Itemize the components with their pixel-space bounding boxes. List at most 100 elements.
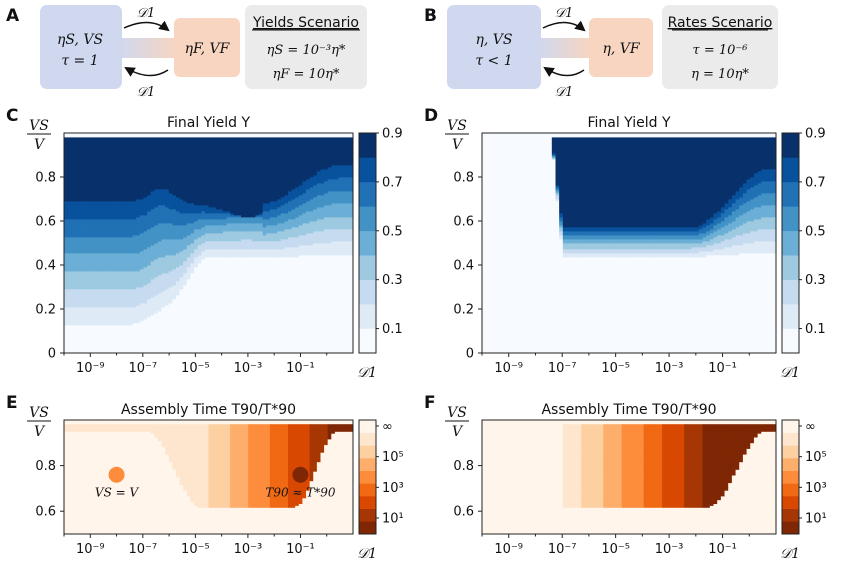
heatmap-cell	[118, 197, 123, 200]
heatmap-cell	[74, 163, 79, 166]
heatmap-cell	[107, 159, 112, 162]
heatmap-cell	[110, 291, 115, 294]
heatmap-cell	[114, 163, 119, 166]
heatmap-cell	[67, 169, 72, 172]
heatmap-cell	[89, 217, 94, 220]
heatmap-cell	[114, 203, 119, 206]
heatmap-cell	[64, 177, 69, 180]
heatmap-cell	[114, 253, 119, 256]
heatmap-cell	[67, 241, 72, 244]
heatmap-cell	[74, 311, 79, 314]
heatmap-cell	[92, 301, 97, 304]
heatmap-cell	[89, 179, 94, 182]
heatmap-cell	[96, 133, 101, 136]
heatmap-cell	[82, 347, 87, 350]
heatmap-cell	[89, 319, 94, 322]
heatmap-cell	[114, 341, 119, 344]
heatmap-cell	[107, 149, 112, 152]
heatmap-cell	[85, 145, 90, 148]
heatmap-cell	[71, 239, 76, 242]
arrow-forward-icon	[542, 20, 586, 32]
heatmap-cell	[103, 303, 108, 306]
heatmap-cell	[100, 139, 105, 142]
heatmap-cell	[118, 241, 123, 244]
heatmap-cell	[78, 139, 83, 142]
heatmap-cell	[89, 227, 94, 230]
heatmap-cell	[78, 171, 83, 174]
heatmap-cell	[96, 225, 101, 228]
heatmap-cell	[114, 277, 119, 280]
heatmap-cell	[89, 235, 94, 238]
heatmap-cell	[100, 147, 105, 150]
heatmap-cell	[85, 161, 90, 164]
heatmap-cell	[107, 215, 112, 218]
heatmap-cell	[82, 245, 87, 248]
heatmap-cell	[85, 219, 90, 222]
heatmap-cell	[114, 347, 119, 350]
heatmap-cell	[114, 287, 119, 290]
heatmap-cell	[64, 169, 69, 172]
heatmap-cell	[64, 273, 69, 276]
heatmap-cell	[85, 307, 90, 310]
heatmap-cell	[103, 347, 108, 350]
schematic-yields: ηS, VS τ = 1 ηF, VF 𝒟1 𝒟1 Yields Scenari…	[40, 5, 367, 100]
heatmap-cell	[114, 245, 119, 248]
heatmap-cell	[114, 213, 119, 216]
heatmap-cell	[67, 285, 72, 288]
heatmap-cell	[103, 235, 108, 238]
heatmap-cell	[100, 231, 105, 234]
heatmap-cell	[114, 193, 119, 196]
heatmap-cell	[96, 165, 101, 168]
heatmap-cells	[64, 133, 354, 354]
heatmap-cell	[71, 297, 76, 300]
heatmap-cell	[64, 345, 69, 348]
heatmap-cell	[110, 339, 115, 342]
heatmap-cell	[110, 175, 115, 178]
heatmap-cell	[64, 149, 69, 152]
heatmap-cell	[85, 263, 90, 266]
heatmap-cell	[64, 235, 69, 238]
heatmap-cell	[110, 241, 115, 244]
heatmap-cell	[78, 325, 83, 328]
heatmap-cell	[103, 209, 108, 212]
heatmap-cell	[67, 303, 72, 306]
heatmap-cell	[114, 137, 119, 140]
heatmap-cell	[110, 197, 115, 200]
heatmap-cell	[92, 311, 97, 314]
heatmap-cell	[114, 281, 119, 284]
heatmap-cell	[100, 273, 105, 276]
heatmap-cell	[114, 333, 119, 336]
heatmap-cell	[82, 199, 87, 202]
heatmap-cell	[64, 145, 69, 148]
heatmap-cell	[110, 279, 115, 282]
heatmap-cell	[74, 187, 79, 190]
heatmap-cell	[107, 323, 112, 326]
right-compartment	[589, 18, 653, 77]
heatmap-cell	[78, 275, 83, 278]
heatmap-cell	[92, 167, 97, 170]
heatmap-cell	[103, 221, 108, 224]
heatmap-cell	[89, 167, 94, 170]
heatmap-cell	[64, 173, 69, 176]
heatmap-cell	[78, 229, 83, 232]
heatmap-cell	[71, 287, 76, 290]
heatmap-cell	[103, 161, 108, 164]
heatmap-cell	[103, 309, 108, 312]
heatmap-cell	[89, 313, 94, 316]
heatmap-cell	[78, 179, 83, 182]
heatmap-cell	[114, 295, 119, 298]
heatmap-cell	[82, 135, 87, 138]
heatmap-cell	[71, 139, 76, 142]
panel-letter-c: C	[6, 106, 18, 126]
heatmap-cell	[89, 231, 94, 234]
heatmap-cell	[96, 339, 101, 342]
heatmap-cell	[110, 295, 115, 298]
heatmap-cell	[96, 217, 101, 220]
heatmap-cell	[71, 345, 76, 348]
heatmap-cell	[67, 153, 72, 156]
heatmap-cell	[64, 223, 69, 226]
heatmap-cell	[96, 313, 101, 316]
heatmap-cell	[103, 295, 108, 298]
heatmap-cell	[89, 311, 94, 314]
heatmap-cell	[71, 165, 76, 168]
